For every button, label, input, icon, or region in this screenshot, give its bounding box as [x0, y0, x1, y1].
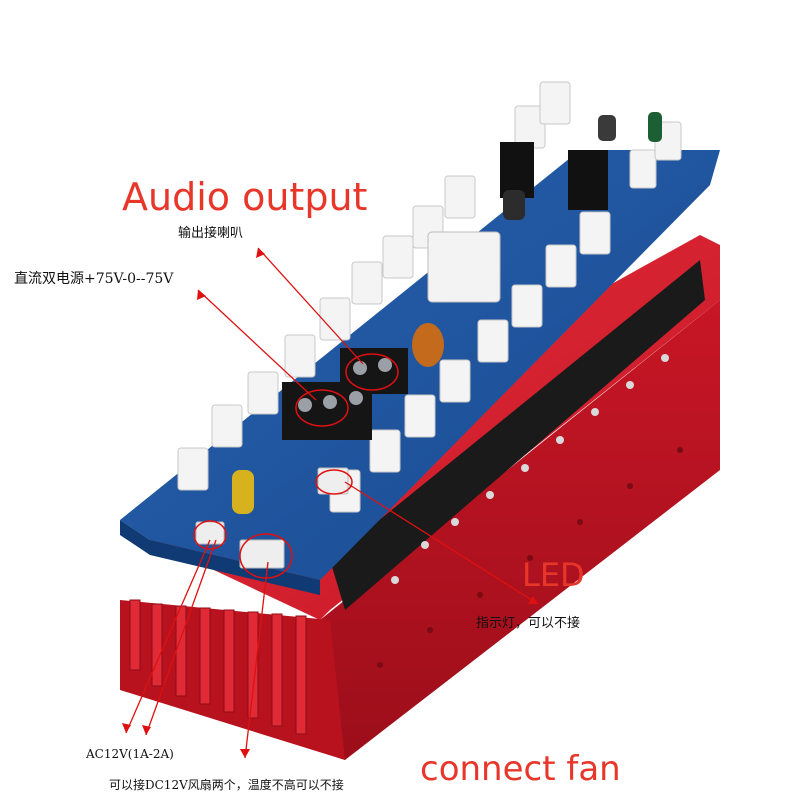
speaker-output-cn-label: 输出接喇叭 [178, 226, 244, 241]
audio-output-label: Audio output [122, 175, 368, 219]
driver-heatsink-right [568, 150, 608, 210]
fan-cn-label: 可以接DC12V风扇两个，温度不高可以不接 [109, 778, 344, 792]
power-transistors [330, 260, 705, 610]
electrolytic-capacitor [232, 470, 254, 514]
led-cn-label: 指示灯，可以不接 [476, 616, 581, 631]
annotation-arrows [125, 247, 539, 759]
driver-heatsink-left [500, 142, 534, 198]
inductor [412, 323, 444, 367]
power-supply-cn-label: 直流双电源+75V-0--75V [14, 271, 174, 287]
led-label: LED [522, 556, 585, 594]
connect-fan-label: connect fan [420, 749, 621, 789]
ac12v-connector [195, 521, 225, 545]
relay [427, 231, 501, 303]
fan-connector [239, 539, 285, 569]
cement-resistors [177, 81, 682, 513]
arrowheads [122, 248, 538, 758]
ac12v-label: AC12V(1A-2A) [86, 747, 174, 761]
